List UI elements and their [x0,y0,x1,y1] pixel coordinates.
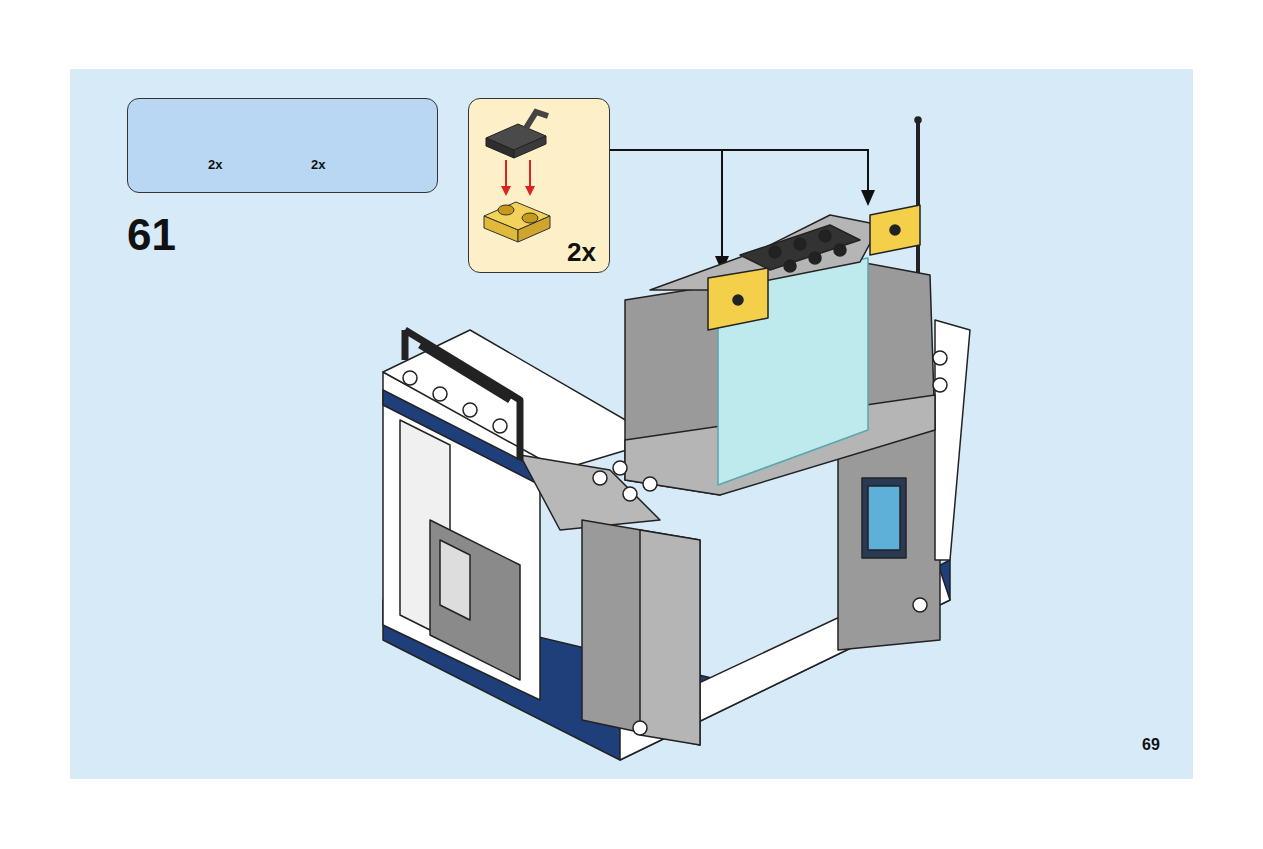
illustration-shape [733,295,743,305]
illustration-shape [740,225,860,270]
callout-box: 2x [468,98,610,273]
illustration-shape [440,540,470,620]
illustration-shape [708,268,768,330]
illustration-shape [463,403,477,417]
illustration-shape [868,486,900,550]
illustration-shape [862,478,906,558]
illustration-shape [433,387,447,401]
page-number: 69 [1142,736,1160,754]
parts-list-box: 2x 2x [127,98,438,193]
illustration-shape [403,371,417,385]
illustration-shape [915,117,921,123]
illustration-shape [623,487,637,501]
illustration-shape [643,477,657,491]
illustration-shape [582,520,700,745]
illustration-shape [493,419,507,433]
illustration-shape [610,150,868,196]
illustration-shape [794,238,806,250]
illustration-shape [809,252,821,264]
illustration-shape [784,260,796,272]
illustration-shape [403,351,947,735]
illustration-shape [721,150,723,262]
illustration-shape [593,471,607,485]
illustration-shape [870,205,920,255]
illustration-shape [861,190,875,206]
illustration-shape [819,230,831,242]
quantity-label: 2x [311,157,325,172]
illustration-shape [913,598,927,612]
illustration-shape [769,230,846,272]
illustration-shape [640,530,700,745]
illustration-shape [613,461,627,475]
quantity-label: 2x [208,157,222,172]
illustration-shape [633,721,647,735]
illustration-shape [834,244,846,256]
illustration-shape [405,330,520,460]
step-number: 61 [127,210,176,260]
illustration-shape [769,246,781,258]
quantity-label: 2x [567,237,596,268]
illustration-shape [383,330,660,470]
illustration-shape [430,520,520,680]
illustration-shape [933,378,947,392]
illustration-shape [890,225,900,235]
illustration-shape [933,351,947,365]
